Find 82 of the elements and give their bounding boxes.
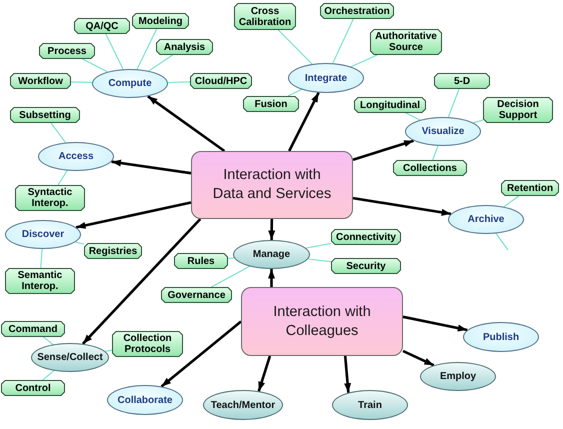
keyword-tag: QA/QC bbox=[74, 18, 130, 34]
topic-ellipse: Publish bbox=[463, 322, 539, 352]
topic-ellipse: Employ bbox=[420, 362, 496, 391]
keyword-tag: Control bbox=[1, 380, 65, 396]
topic-ellipse: Train bbox=[332, 390, 408, 420]
connector-line bbox=[136, 28, 158, 70]
arrow bbox=[344, 356, 352, 393]
connector-line bbox=[50, 122, 66, 143]
keyword-tag: Orchestration bbox=[320, 3, 394, 19]
topic-ellipse: Discover bbox=[5, 220, 81, 249]
connector-line bbox=[58, 170, 68, 186]
keyword-tag: Collections bbox=[393, 160, 467, 176]
topic-ellipse: Compute bbox=[92, 69, 168, 98]
connector-line bbox=[406, 112, 420, 120]
keyword-tag: Authoritative Source bbox=[370, 29, 442, 55]
topic-ellipse: Collaborate bbox=[107, 385, 183, 415]
arrow bbox=[402, 316, 468, 332]
arrow bbox=[352, 139, 414, 161]
connector-line bbox=[211, 266, 250, 288]
topic-ellipse: Integrate bbox=[288, 63, 364, 93]
arrow bbox=[288, 92, 320, 152]
keyword-tag: Collection Protocols bbox=[112, 331, 183, 357]
arrow bbox=[82, 218, 202, 345]
arrow bbox=[160, 320, 242, 388]
connector-line bbox=[473, 119, 484, 124]
connector-line bbox=[43, 336, 54, 345]
keyword-tag: 5-D bbox=[434, 73, 490, 89]
topic-ellipse: Manage bbox=[233, 240, 310, 269]
topic-ellipse: Visualize bbox=[405, 117, 481, 146]
keyword-tag: Governance bbox=[161, 287, 232, 303]
connector-line bbox=[228, 257, 234, 260]
keyword-tag: Modeling bbox=[132, 13, 189, 29]
connector-line bbox=[70, 81, 92, 83]
connector-line bbox=[288, 89, 302, 96]
keyword-tag: Longitudinal bbox=[354, 97, 426, 113]
keyword-tag: Command bbox=[1, 321, 65, 337]
keyword-tag: Workflow bbox=[10, 73, 71, 89]
keyword-tag: Decision Support bbox=[483, 97, 553, 123]
keyword-tag: Connectivity bbox=[331, 229, 401, 245]
topic-ellipse: Teach/Mentor bbox=[203, 390, 283, 420]
keyword-tag: Semantic Interop. bbox=[5, 268, 75, 294]
connector-line bbox=[168, 81, 190, 84]
connector-line bbox=[350, 54, 378, 68]
keyword-tag: Retention bbox=[501, 180, 559, 196]
connector-line bbox=[105, 34, 124, 70]
topic-ellipse: Access bbox=[38, 142, 114, 171]
connector-line bbox=[278, 30, 312, 64]
connector-line bbox=[432, 146, 438, 160]
keyword-tag: Subsetting bbox=[10, 107, 80, 123]
hub-box: Interaction with Colleagues bbox=[241, 287, 403, 356]
arrow bbox=[258, 356, 272, 392]
connector-line bbox=[332, 18, 354, 64]
keyword-tag: Security bbox=[331, 258, 401, 274]
keyword-tag: Registries bbox=[84, 243, 142, 259]
arrow bbox=[147, 95, 226, 152]
arrow bbox=[111, 160, 192, 174]
connector-line bbox=[448, 88, 460, 118]
keyword-tag: Cross Calibration bbox=[234, 3, 296, 30]
topic-ellipse: Sense/Collect bbox=[31, 343, 109, 372]
connector-line bbox=[308, 258, 332, 262]
arrow bbox=[402, 350, 434, 366]
connector-line bbox=[75, 242, 84, 245]
arrow bbox=[268, 269, 275, 287]
connector-line bbox=[148, 54, 173, 72]
hub-box: Interaction with Data and Services bbox=[191, 151, 353, 219]
connector-line bbox=[504, 196, 520, 208]
arrow bbox=[76, 201, 192, 229]
connector-line bbox=[306, 242, 332, 249]
connector-line bbox=[496, 233, 508, 250]
arrow bbox=[268, 218, 276, 240]
connector-line bbox=[40, 248, 43, 268]
keyword-tag: Analysis bbox=[156, 39, 213, 55]
keyword-tag: Cloud/HPC bbox=[190, 73, 252, 89]
keyword-tag: Process bbox=[39, 43, 95, 59]
connector-line bbox=[82, 58, 108, 72]
keyword-tag: Fusion bbox=[243, 96, 299, 112]
keyword-tag: Rules bbox=[174, 253, 228, 269]
arrow bbox=[352, 196, 452, 216]
topic-ellipse: Archive bbox=[448, 205, 524, 234]
connector-line bbox=[105, 350, 112, 352]
connector-line bbox=[42, 370, 54, 380]
keyword-tag: Syntactic Interop. bbox=[15, 185, 85, 211]
